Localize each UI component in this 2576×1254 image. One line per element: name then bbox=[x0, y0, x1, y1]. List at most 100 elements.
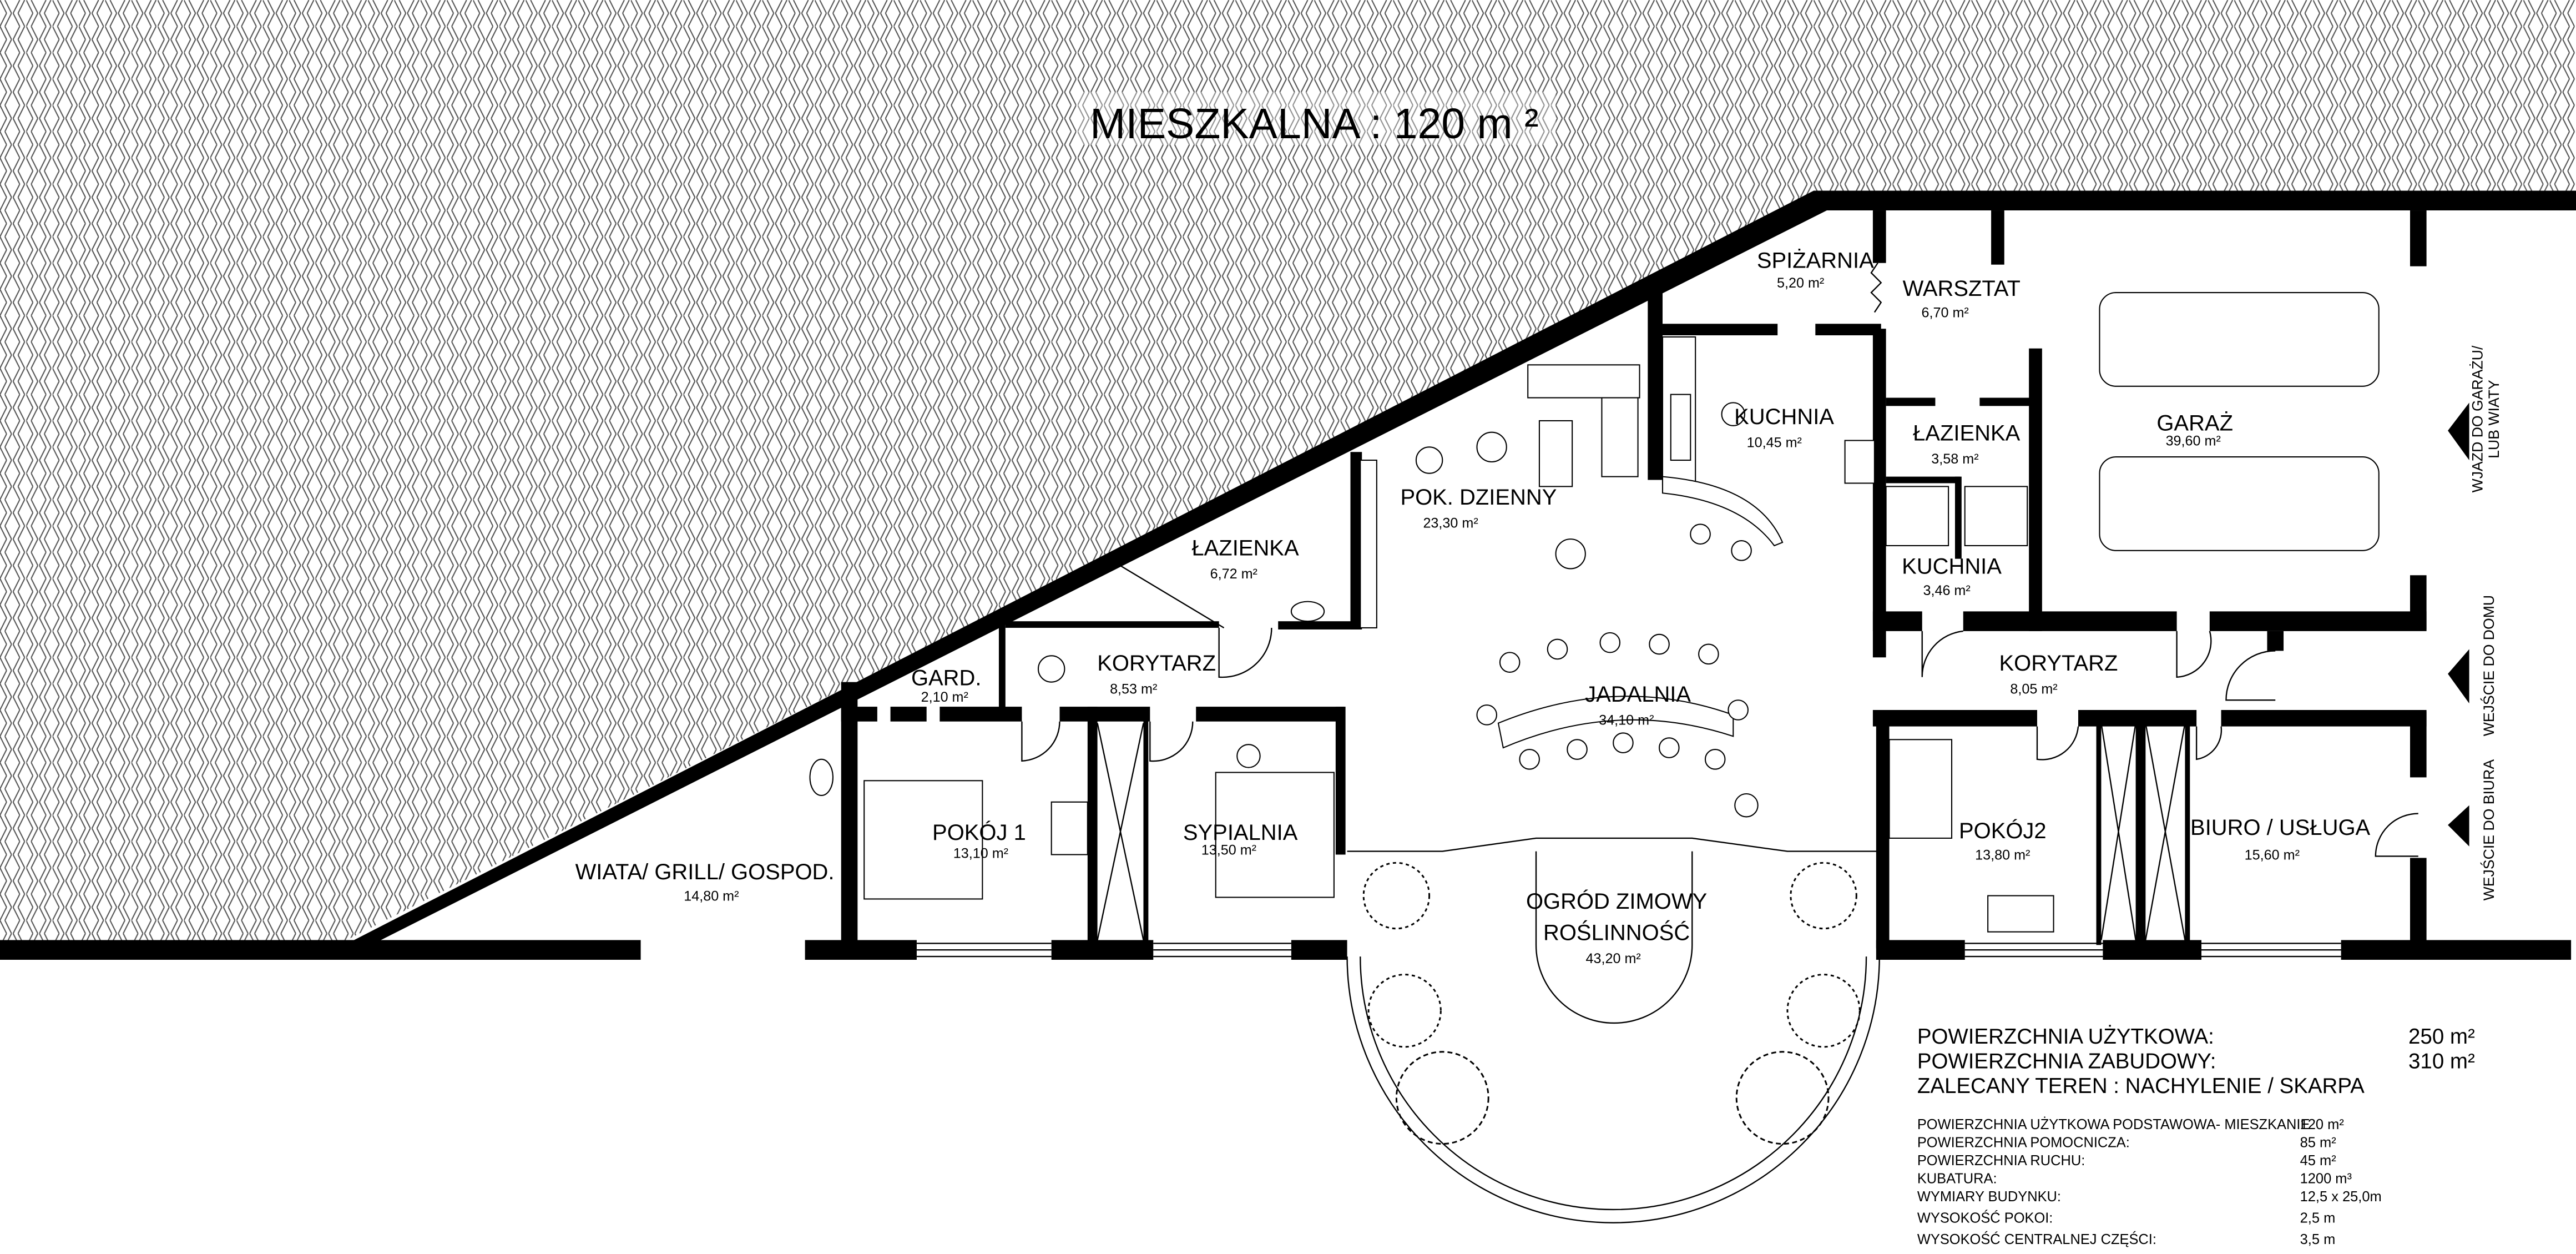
room-name: WIATA/ GRILL/ GOSPOD. bbox=[575, 860, 835, 884]
kitchen-island-icon bbox=[1661, 476, 1784, 547]
svg-text:POWIERZCHNIA ZABUDOWY:: POWIERZCHNIA ZABUDOWY: bbox=[1917, 1049, 2216, 1073]
room-area: 14,80 m² bbox=[684, 888, 739, 904]
chairs bbox=[1037, 402, 1759, 818]
room-name: POKÓJ 1 bbox=[932, 820, 1026, 845]
toilet-icon bbox=[1290, 601, 1325, 622]
room-area: 13,10 m² bbox=[953, 845, 1008, 861]
bed-icon bbox=[1215, 772, 1335, 898]
room-name: BIURO / USŁUGA bbox=[2190, 815, 2370, 840]
room-area: 43,20 m² bbox=[1586, 951, 1641, 966]
room-area: 39,60 m² bbox=[2166, 433, 2221, 449]
room-labels: SPIŻARNIA 5,20 m² WARSZTAT 6,70 m² KUCHN… bbox=[575, 248, 2371, 966]
svg-text:3,5 m: 3,5 m bbox=[2300, 1232, 2336, 1247]
sofa-icon bbox=[1527, 364, 1640, 399]
room-area: 2,10 m² bbox=[921, 689, 968, 705]
room-name: KUCHNIA bbox=[1902, 554, 2002, 578]
room-area: 23,30 m² bbox=[1423, 515, 1478, 531]
svg-text:POWIERZCHNIA UŻYTKOWA PODSTAWO: POWIERZCHNIA UŻYTKOWA PODSTAWOWA- MIESZK… bbox=[1917, 1116, 2310, 1132]
windows bbox=[916, 263, 2341, 958]
room-name: ŁAZIENKA bbox=[1191, 536, 1299, 561]
winter-garden bbox=[1346, 851, 1880, 1223]
doors bbox=[1021, 627, 2418, 857]
svg-text:250 m²: 250 m² bbox=[2408, 1025, 2475, 1049]
svg-text:WYSOKOŚĆ POKOI:: WYSOKOŚĆ POKOI: bbox=[1917, 1210, 2053, 1226]
house-entrance-arrow-icon bbox=[2448, 649, 2469, 704]
room-area: 15,60 m² bbox=[2245, 847, 2300, 863]
room-name: POKÓJ2 bbox=[1959, 818, 2047, 843]
room-area: 8,05 m² bbox=[2010, 681, 2057, 697]
plan-title: MIESZKALNA : 120 m ² bbox=[1090, 100, 1538, 148]
bed-icon bbox=[1888, 739, 1953, 839]
svg-text:120 m²: 120 m² bbox=[2300, 1117, 2344, 1132]
washbasin-icon bbox=[809, 758, 834, 796]
room-name: ROŚLINNOŚĆ bbox=[1543, 919, 1690, 945]
room-name: WARSZTAT bbox=[1903, 276, 2021, 301]
desk-icon bbox=[1050, 801, 1088, 855]
plant-icon bbox=[1790, 862, 1857, 930]
svg-text:KUBATURA:: KUBATURA: bbox=[1917, 1171, 1997, 1187]
plant-icon bbox=[1362, 862, 1431, 930]
plant-icon bbox=[1395, 1051, 1489, 1145]
residential-hatch-area bbox=[0, 0, 2576, 945]
bathtub-icon bbox=[1360, 459, 1377, 629]
room-area: 5,20 m² bbox=[1777, 275, 1824, 291]
room-area: 10,45 m² bbox=[1747, 435, 1802, 450]
details-table: POWIERZCHNIA UŻYTKOWA PODSTAWOWA- MIESZK… bbox=[1917, 1116, 2382, 1247]
room-area: 6,72 m² bbox=[1210, 566, 1257, 582]
svg-text:2,5 m: 2,5 m bbox=[2300, 1211, 2336, 1226]
svg-text:310 m²: 310 m² bbox=[2408, 1049, 2475, 1073]
room-name: GARD. bbox=[911, 666, 982, 691]
room-name: JADALNIA bbox=[1585, 682, 1691, 707]
summary-table: POWIERZCHNIA UŻYTKOWA: 250 m² POWIERZCHN… bbox=[1917, 1025, 2475, 1098]
garage-entrance-label-2: LUB WIATY bbox=[2486, 380, 2502, 459]
room-area: 13,80 m² bbox=[1975, 847, 2030, 863]
room-name: SPIŻARNIA bbox=[1757, 248, 1874, 273]
room-area: 8,53 m² bbox=[1110, 681, 1157, 697]
car-icon bbox=[2099, 292, 2380, 387]
coffee-table-icon bbox=[1538, 420, 1573, 487]
desk-icon bbox=[1987, 895, 2054, 933]
garage-entrance-label-1: WJAZD DO GARAŻU/ bbox=[2469, 345, 2486, 492]
svg-text:ZALECANY TEREN : NACHYLENIE /: ZALECANY TEREN : NACHYLENIE / SKARPA bbox=[1917, 1074, 2365, 1098]
entrance-arrows bbox=[2448, 402, 2469, 847]
sofa-icon bbox=[1601, 397, 1639, 477]
svg-text:45 m²: 45 m² bbox=[2300, 1153, 2336, 1169]
plant-icon bbox=[1367, 974, 1442, 1048]
house-entrance-label: WEJŚCIE DO DOMU bbox=[2481, 595, 2497, 736]
room-name: POK. DZIENNY bbox=[1400, 485, 1557, 510]
car-icon bbox=[2099, 456, 2380, 551]
dining-table-icon bbox=[1497, 696, 1734, 749]
svg-text:POWIERZCHNIA POMOCNICZA:: POWIERZCHNIA POMOCNICZA: bbox=[1917, 1135, 2130, 1150]
plant-icon bbox=[1735, 1051, 1830, 1145]
sink-icon bbox=[1670, 394, 1691, 461]
walls bbox=[0, 190, 2576, 960]
shower-icon bbox=[1885, 486, 1949, 546]
garage-entrance-arrow-icon bbox=[2448, 402, 2469, 461]
svg-text:POWIERZCHNIA UŻYTKOWA:: POWIERZCHNIA UŻYTKOWA: bbox=[1917, 1025, 2214, 1049]
room-area: 13,50 m² bbox=[1201, 843, 1256, 858]
bed-icon bbox=[863, 780, 983, 900]
room-area: 34,10 m² bbox=[1599, 713, 1654, 728]
furniture bbox=[809, 292, 2380, 933]
shower-icon bbox=[1964, 486, 2028, 546]
svg-text:85 m²: 85 m² bbox=[2300, 1135, 2336, 1150]
svg-text:1200 m³: 1200 m³ bbox=[2300, 1171, 2352, 1187]
room-name: OGRÓD ZIMOWY bbox=[1526, 889, 1707, 914]
stove-icon bbox=[1844, 440, 1875, 484]
svg-text:WYSOKOŚĆ CENTRALNEJ CZĘŚCI:: WYSOKOŚĆ CENTRALNEJ CZĘŚCI: bbox=[1917, 1231, 2156, 1247]
room-name: KORYTARZ bbox=[1999, 651, 2118, 676]
svg-text:WYMIARY BUDYNKU:: WYMIARY BUDYNKU: bbox=[1917, 1189, 2061, 1205]
plant-icon bbox=[1786, 974, 1861, 1048]
office-entrance-label: WEJŚCIE DO BIURA bbox=[2481, 759, 2497, 901]
room-area: 3,46 m² bbox=[1923, 583, 1970, 598]
svg-text:POWIERZCHNIA RUCHU:: POWIERZCHNIA RUCHU: bbox=[1917, 1153, 2085, 1169]
room-area: 3,58 m² bbox=[1931, 451, 1978, 467]
room-name: KUCHNIA bbox=[1734, 405, 1834, 429]
room-name: KORYTARZ bbox=[1097, 651, 1216, 676]
office-entrance-arrow-icon bbox=[2448, 805, 2469, 847]
room-name: SYPIALNIA bbox=[1183, 820, 1298, 845]
room-name: GARAŻ bbox=[2156, 411, 2233, 436]
title-backdrop bbox=[1076, 92, 1556, 145]
room-area: 6,70 m² bbox=[1922, 305, 1969, 320]
